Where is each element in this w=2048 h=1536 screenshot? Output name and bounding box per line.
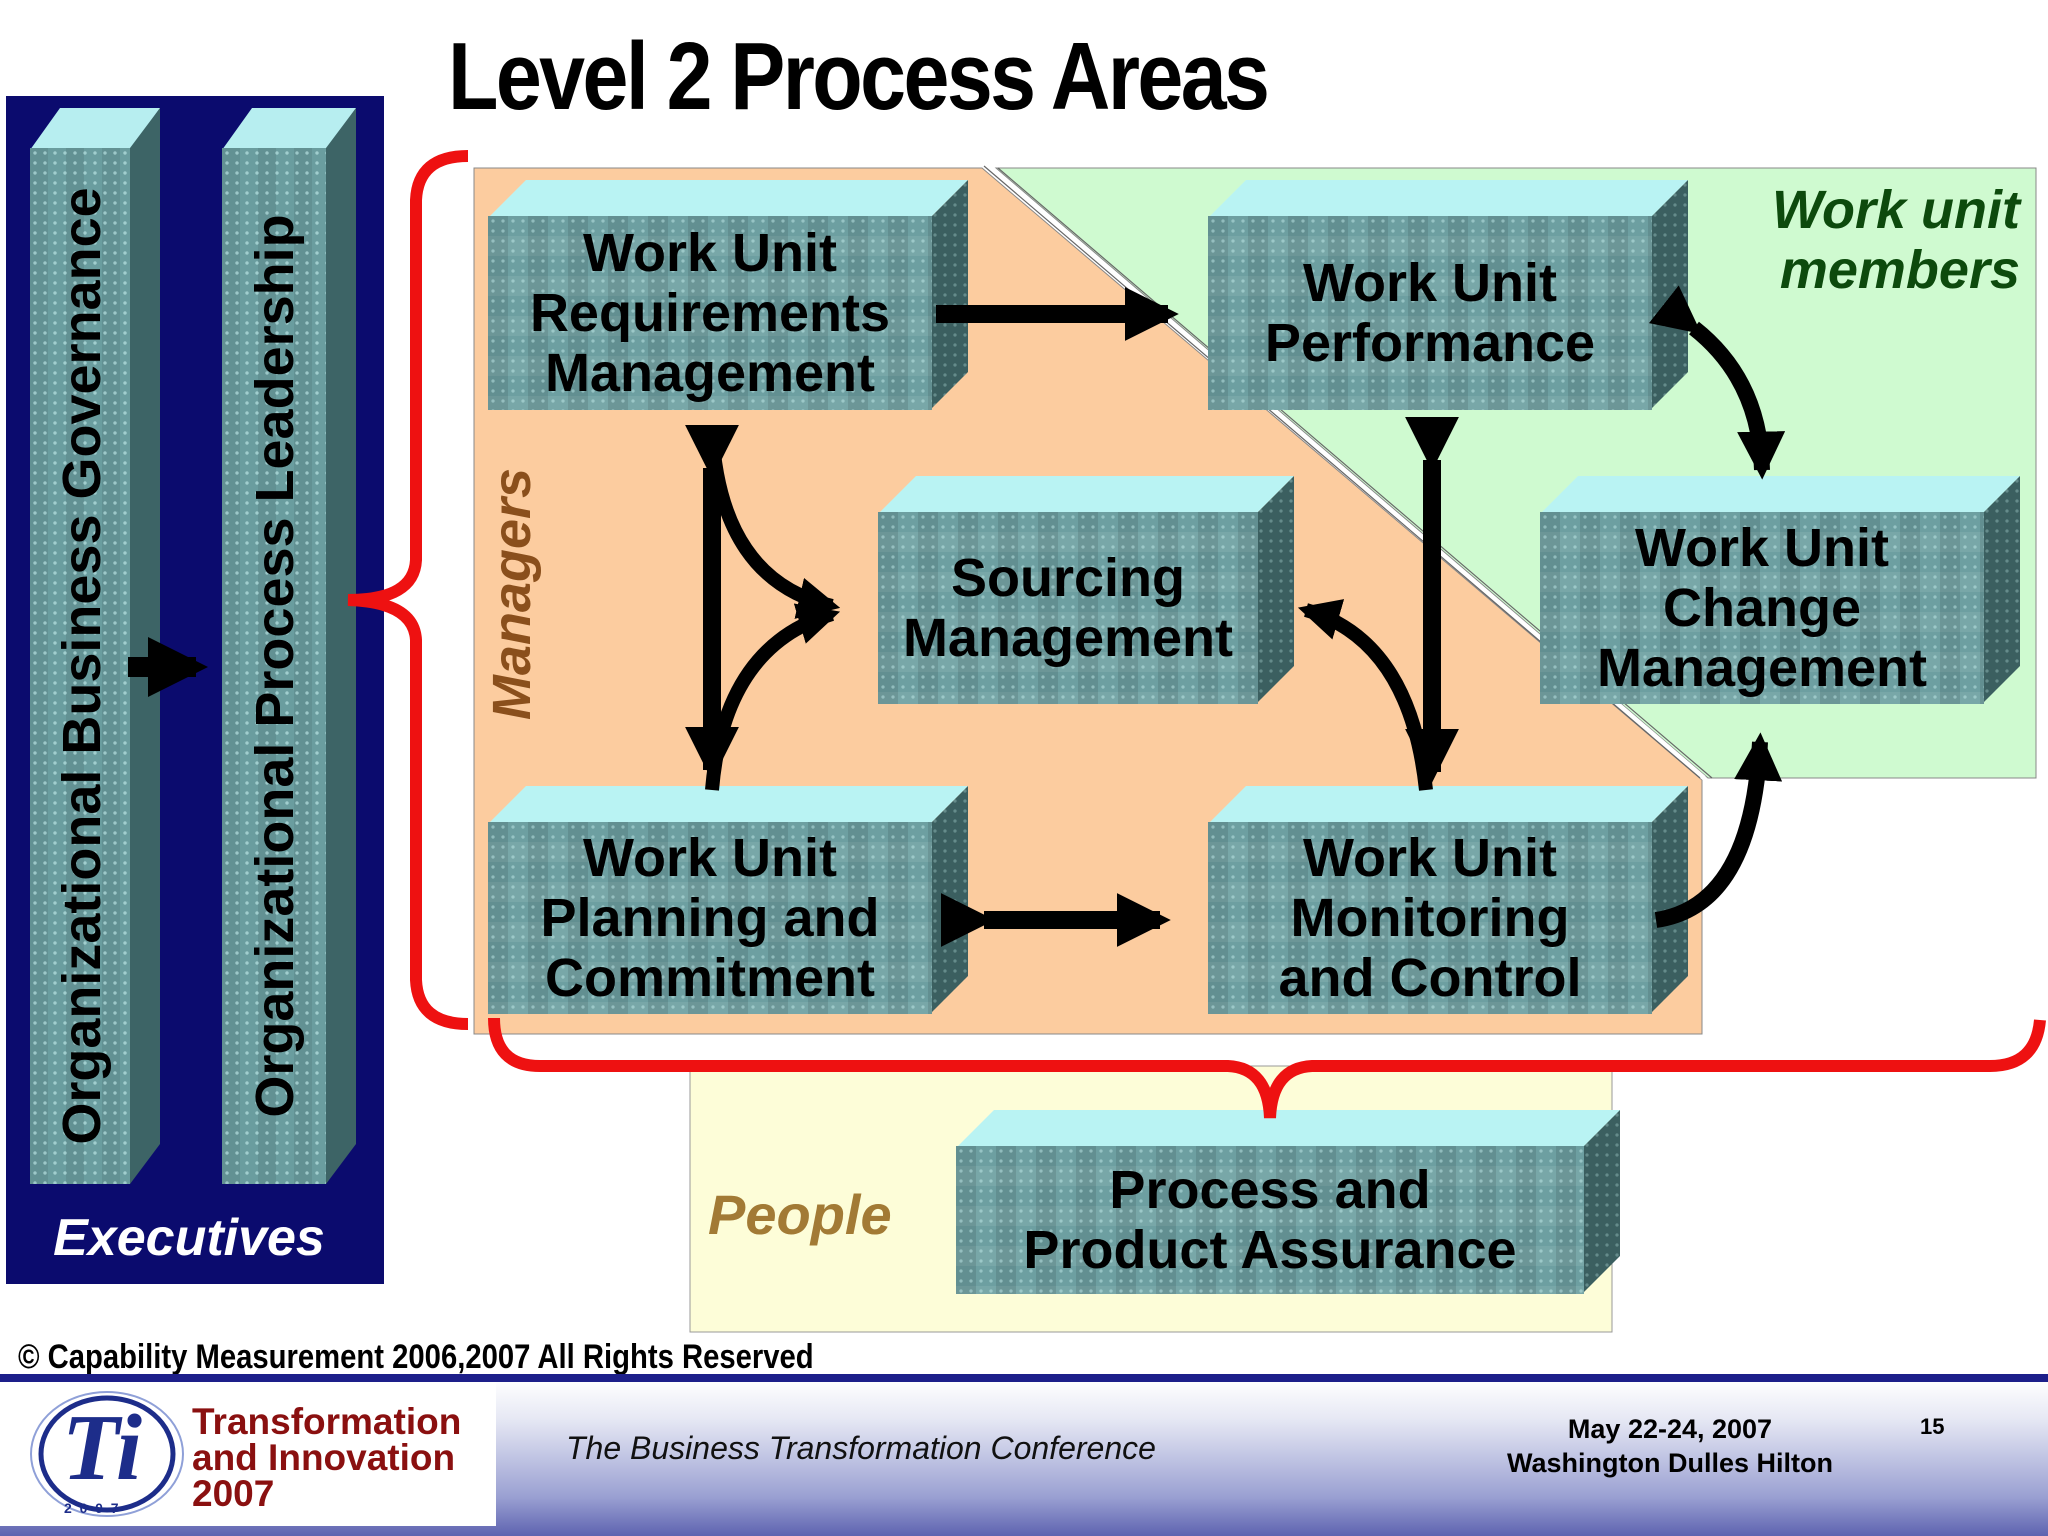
governance-pillar [30, 148, 130, 1184]
change-box-side [1982, 476, 2020, 704]
footer-divider [0, 1374, 2048, 1382]
sourcing-box-label: Sourcing Management [902, 548, 1234, 668]
performance-box-side [1650, 180, 1688, 410]
requirements-box: Work Unit Requirements Management [488, 216, 932, 410]
logo-text-line2: and Innovation [192, 1437, 456, 1478]
performance-box-label: Work Unit Performance [1264, 253, 1596, 373]
logo-box [0, 1382, 496, 1526]
conference-name: The Business Transformation Conference [566, 1430, 1156, 1466]
managers-label: Managers [482, 467, 542, 721]
planning-box-side [930, 786, 968, 1014]
sourcing-box-top [878, 476, 1294, 514]
governance-label: Organizational Business Governance [52, 187, 112, 1145]
planning-box-top [488, 786, 968, 824]
change-box-label: Work Unit Change Management [1596, 518, 1928, 698]
planning-box-label: Work Unit Planning and Commitment [540, 828, 880, 1008]
requirements-box-side [930, 180, 968, 410]
sourcing-box: Sourcing Management [878, 512, 1258, 704]
performance-box: Work Unit Performance [1208, 216, 1652, 410]
logo-text: Transformation and Innovation 2007 [192, 1401, 462, 1514]
change-box-top [1540, 476, 2020, 514]
event-date-venue: May 22-24, 2007 Washington Dulles Hilton [1490, 1412, 1850, 1480]
leadership-pillar [222, 148, 326, 1184]
assurance-box-label: Process and Product Assurance [1023, 1160, 1517, 1280]
members-label-line2: members [1779, 240, 2020, 300]
governance-pillar-side [130, 108, 160, 1184]
planning-box: Work Unit Planning and Commitment [488, 822, 932, 1014]
page-title: Level 2 Process Areas [448, 23, 1270, 130]
requirements-box-label: Work Unit Requirements Management [529, 223, 891, 403]
members-label-line1: Work unit [1772, 180, 2020, 240]
leadership-pillar-side [326, 108, 356, 1184]
assurance-box: Process and Product Assurance [956, 1146, 1584, 1294]
leadership-label: Organizational Process Leadership [245, 214, 305, 1118]
copyright-text: © Capability Measurement 2006,2007 All R… [18, 1338, 814, 1376]
monitoring-box-top [1208, 786, 1688, 824]
event-venue: Washington Dulles Hilton [1507, 1448, 1833, 1478]
monitoring-box-label: Work Unit Monitoring and Control [1278, 828, 1582, 1008]
assurance-box-top [956, 1110, 1620, 1148]
change-box: Work Unit Change Management [1540, 512, 1984, 704]
event-date: May 22-24, 2007 [1567, 1414, 1773, 1444]
monitoring-box: Work Unit Monitoring and Control [1208, 822, 1652, 1014]
ti-logo-mark: Ti [62, 1396, 143, 1500]
members-label: Work unit members [1700, 180, 2020, 300]
monitoring-box-side [1650, 786, 1688, 1014]
people-label: People [708, 1183, 892, 1246]
logo-text-line1: Transformation [192, 1401, 462, 1442]
sourcing-box-side [1256, 476, 1294, 704]
performance-box-top [1208, 180, 1688, 218]
ti-logo-icon [30, 1391, 184, 1517]
ti-logo-year-ring: 2 0 0 7 [64, 1500, 119, 1516]
page-number: 15 [1920, 1414, 1945, 1439]
requirements-box-top [488, 180, 968, 218]
executives-label: Executives [53, 1209, 325, 1267]
logo-text-line3: 2007 [192, 1473, 275, 1514]
